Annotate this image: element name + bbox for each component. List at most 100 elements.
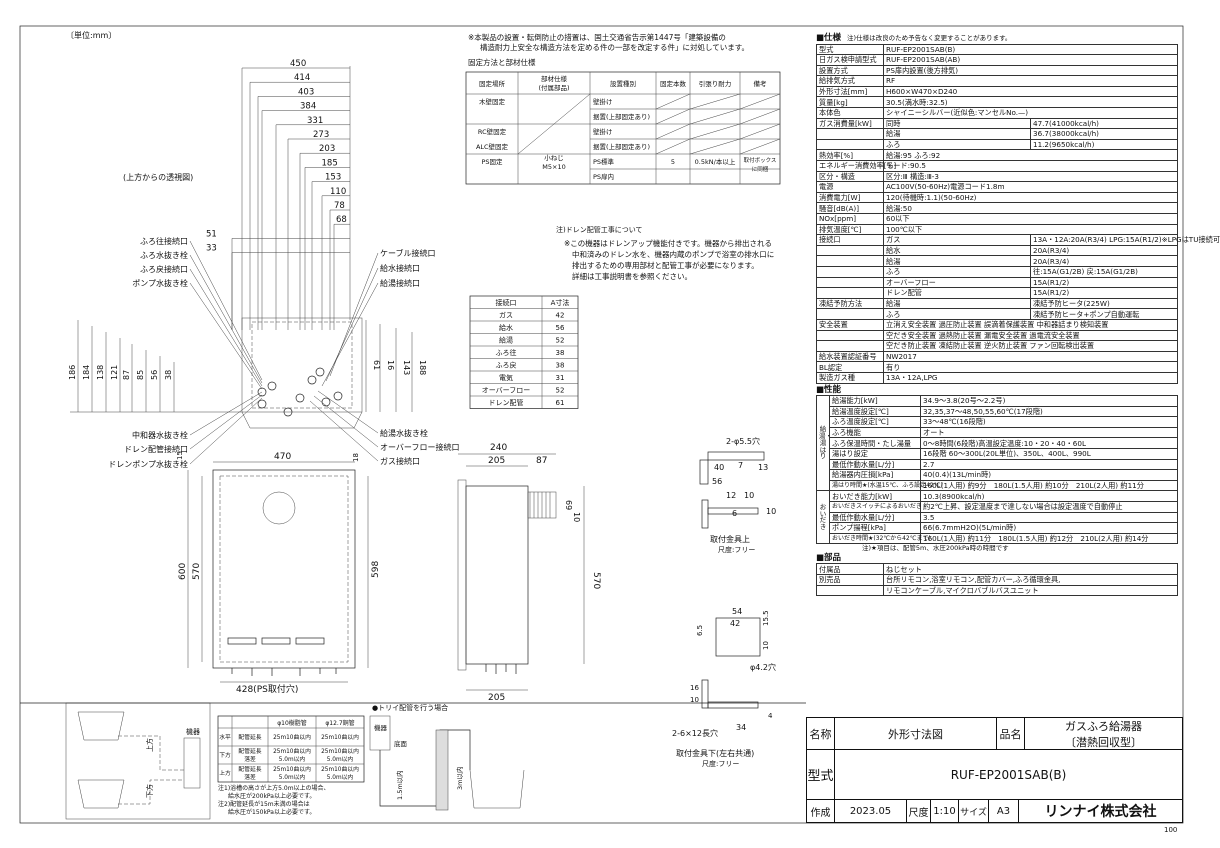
spec-cell: おいだきスイッチによるおいだき bbox=[829, 500, 922, 513]
port-a-dim: 38 bbox=[556, 362, 565, 370]
pipe-routes bbox=[118, 735, 184, 805]
leader-line bbox=[189, 254, 263, 384]
trap-diagram: ●トリイ配管を行う場合 機器 底面 1.5m以内 3m以内 bbox=[369, 703, 525, 811]
spec-cell: 設置方式 bbox=[816, 64, 884, 77]
pipe-cell: 配管延長 bbox=[238, 733, 261, 741]
spec-cell: ドレン配管 bbox=[883, 287, 1031, 299]
spec-cell bbox=[816, 255, 884, 267]
leader-line bbox=[313, 395, 379, 448]
parts-row: 別売品台所リモコン,浴室リモコン,配管カバー,ふろ循環金具, bbox=[816, 573, 1178, 586]
pipe-cell: 25m10曲以内 bbox=[273, 747, 311, 755]
drain-line: 中和済みのドレン水を、機器内蔵のポンプで浴室の排水口に bbox=[572, 249, 774, 259]
left-vdim-text: 38 bbox=[164, 370, 173, 380]
spec-cell: PS扉内設置(後方排気) bbox=[883, 64, 1178, 77]
spec-cell: RUF-EP2001SAB(B) bbox=[883, 43, 1178, 56]
spec-cell bbox=[816, 128, 884, 140]
vent-slot-1 bbox=[227, 637, 257, 645]
spec-row: 本体色シャイニーシルバー(近似色:マンセルNo.—) bbox=[816, 107, 1178, 119]
leader-line bbox=[189, 268, 263, 387]
spec-cell: 給排気方式 bbox=[816, 75, 884, 87]
spec-cell: 給湯 bbox=[883, 128, 1031, 140]
port-a-dim: 52 bbox=[556, 337, 565, 345]
spec-cell: NOx[ppm] bbox=[816, 213, 884, 225]
spec-cell: 同時 bbox=[883, 117, 1031, 130]
top-view: (上方からの透視図) 45041440338433127320318515311… bbox=[68, 59, 459, 469]
bb-d3: 6.5 bbox=[696, 625, 704, 636]
front-dim-bottom: 428(PS取付穴) bbox=[236, 683, 298, 695]
bracket-top-leg bbox=[699, 459, 709, 485]
port-table-frame bbox=[469, 295, 579, 409]
spec-cell: 66(6.7mmH2O)(5L/min時) bbox=[920, 522, 1178, 534]
bracket-bottom-side bbox=[701, 679, 709, 709]
pipe-down: 下方 bbox=[145, 784, 154, 798]
tb-model-label: 型式 bbox=[807, 750, 835, 800]
bb-d2: 42 bbox=[730, 619, 740, 628]
unit-bottom-edge bbox=[241, 411, 363, 429]
spec-cell: オーバーフロー bbox=[883, 276, 1031, 289]
side-dim-w: 240 bbox=[490, 443, 507, 453]
side-view: 240 205 87 69 10 570 205 bbox=[457, 443, 601, 703]
leader-line bbox=[189, 397, 263, 465]
port-name: オーバーフロー bbox=[482, 387, 531, 395]
unit-outline-top bbox=[241, 317, 363, 413]
left-vdim-text: 85 bbox=[136, 370, 145, 380]
spec-cell: 給湯:50 bbox=[883, 202, 1178, 214]
tb-product-line2: 〔潜熱回収型〕 bbox=[1065, 735, 1142, 749]
right-port-label: 給湯水抜き栓 bbox=[380, 428, 428, 438]
tb-name-value: 外形寸法図 bbox=[835, 718, 997, 750]
spec-cell: RF bbox=[883, 75, 1178, 87]
unit-inner-dashed bbox=[251, 321, 353, 409]
port-name: 接続口 bbox=[496, 298, 517, 307]
leader-line bbox=[325, 267, 379, 382]
vent-slot-2 bbox=[261, 637, 291, 645]
bracket-top-scale: 尺度:フリー bbox=[718, 545, 755, 554]
pipe-header: φ10樹脂管 bbox=[277, 719, 307, 727]
left-port-label: 中和器水抜き栓 bbox=[132, 430, 188, 440]
spec-cell: 36.7(38000kcal/h) bbox=[1030, 128, 1178, 140]
bracket-bottom-scale: 尺度:フリー bbox=[702, 759, 739, 768]
left-port-label: ふろ往接続口 bbox=[140, 236, 188, 246]
port-name: ふろ往 bbox=[496, 348, 517, 357]
right-vdim-text: 188 bbox=[418, 360, 427, 375]
perf-row: 最低作動水量[L/分]2.7 bbox=[817, 458, 1178, 471]
spec-cell: 日ガス検申請型式 bbox=[816, 54, 884, 66]
side-dim-e: 570 bbox=[591, 572, 601, 589]
bb-d5: 10 bbox=[762, 641, 770, 650]
port-a-dim: 38 bbox=[556, 349, 565, 357]
spec-cell: エネルギー消費効率[%] bbox=[816, 160, 896, 172]
left-port-label: ドレンポンプ水抜き栓 bbox=[108, 459, 188, 469]
spec-cell: 20A(R3/4) bbox=[1030, 255, 1178, 267]
leader-line bbox=[309, 400, 379, 462]
leader-line bbox=[189, 391, 263, 436]
fixing-strike bbox=[739, 138, 781, 155]
side-dim-f: 205 bbox=[488, 693, 505, 703]
parts-row: リモコンケーブル,マイクロバブルバスユニット bbox=[816, 584, 1178, 597]
pipe-up: 上方 bbox=[145, 738, 154, 752]
trap-title: ●トリイ配管を行う場合 bbox=[372, 703, 448, 712]
front-dim-h2: 570 bbox=[192, 563, 202, 580]
spec-cell: 給湯:95 ふろ:92 bbox=[883, 149, 1178, 162]
top-view-label: (上方からの透視図) bbox=[123, 172, 193, 182]
right-port-label: オーバーフロー接続口 bbox=[380, 442, 459, 452]
front-unit-outline bbox=[212, 469, 356, 669]
bt-d7: 6 bbox=[732, 509, 737, 518]
bt-d3: 13 bbox=[758, 463, 768, 472]
spec-cell bbox=[816, 244, 884, 257]
port-a-dim: 31 bbox=[556, 374, 565, 382]
port-circles bbox=[257, 367, 343, 417]
trap-wall bbox=[435, 729, 449, 811]
port-name: 電気 bbox=[499, 373, 513, 382]
top-dim-text: 68 bbox=[336, 215, 347, 225]
spec-cell: 最低作動水量[L/分] bbox=[829, 511, 921, 524]
spec-cell: 接続口 bbox=[816, 234, 884, 246]
spec-cell: 安全装置 bbox=[816, 318, 884, 331]
side-dim-c: 69 bbox=[564, 500, 573, 510]
tb-name-label: 名称 bbox=[807, 718, 835, 750]
spec-cell: 100℃以下 bbox=[883, 223, 1178, 236]
left-port-label: ふろ戻接続口 bbox=[140, 264, 188, 274]
